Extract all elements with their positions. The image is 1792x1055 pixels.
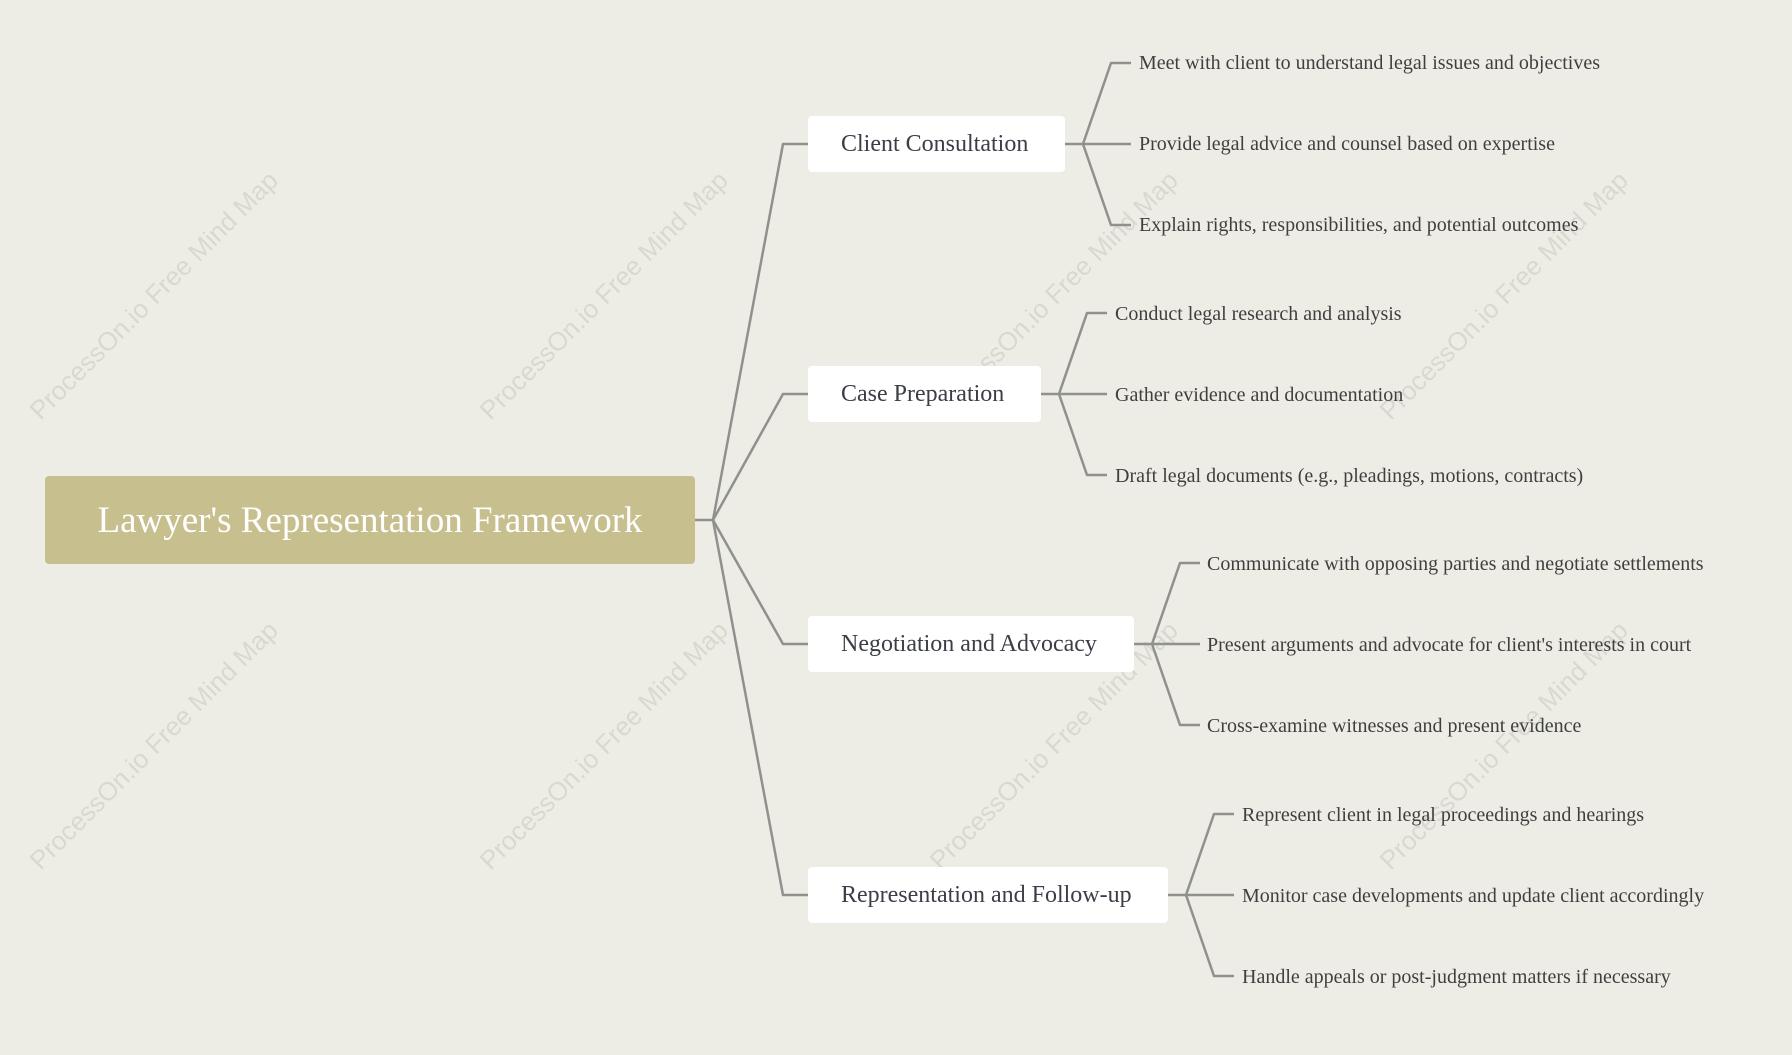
leaf-connector-line xyxy=(1150,643,1200,727)
branch-connector-line xyxy=(711,392,808,521)
leaf-topic[interactable]: Represent client in legal proceedings an… xyxy=(1242,804,1645,826)
leaf-topic[interactable]: Provide legal advice and counsel based o… xyxy=(1139,133,1555,155)
leaf-connector-line xyxy=(1150,561,1200,645)
leaf-topic[interactable]: Handle appeals or post-judgment matters … xyxy=(1242,966,1671,988)
leaf-topic[interactable]: Communicate with opposing parties and ne… xyxy=(1207,553,1704,575)
root-topic[interactable]: Lawyer's Representation Framework xyxy=(45,476,695,564)
branch-label: Representation and Follow-up xyxy=(841,881,1132,908)
branch-connector-line xyxy=(711,142,808,521)
branch-label: Client Consultation xyxy=(841,130,1029,157)
leaf-topic[interactable]: Meet with client to understand legal iss… xyxy=(1139,52,1600,74)
leaf-topic[interactable]: Gather evidence and documentation xyxy=(1115,384,1404,406)
branch-client-consultation[interactable]: Client Consultation xyxy=(808,116,1065,172)
leaf-connector-line xyxy=(1081,61,1131,145)
root-topic-label: Lawyer's Representation Framework xyxy=(97,499,643,541)
branch-connector-line xyxy=(711,519,808,646)
branch-negotiation-and-advocacy[interactable]: Negotiation and Advocacy xyxy=(808,616,1134,672)
branch-case-preparation[interactable]: Case Preparation xyxy=(808,366,1041,422)
leaf-topic[interactable]: Present arguments and advocate for clien… xyxy=(1207,634,1692,656)
leaf-topic[interactable]: Cross-examine witnesses and present evid… xyxy=(1207,715,1582,737)
leaf-topic[interactable]: Conduct legal research and analysis xyxy=(1115,303,1402,325)
leaf-connector-line xyxy=(1057,393,1107,477)
leaf-connector-line xyxy=(1081,143,1131,227)
leaf-topic[interactable]: Explain rights, responsibilities, and po… xyxy=(1139,214,1579,236)
leaf-connector-line xyxy=(1057,311,1107,395)
branch-label: Negotiation and Advocacy xyxy=(841,630,1097,657)
leaf-connector-line xyxy=(1184,812,1234,896)
leaf-connector-line xyxy=(1184,894,1234,978)
branch-label: Case Preparation xyxy=(841,380,1005,407)
branch-connector-line xyxy=(711,519,808,897)
leaf-topic[interactable]: Monitor case developments and update cli… xyxy=(1242,885,1705,907)
branch-representation-and-follow-up[interactable]: Representation and Follow-up xyxy=(808,867,1168,923)
leaf-topic[interactable]: Draft legal documents (e.g., pleadings, … xyxy=(1115,465,1584,487)
